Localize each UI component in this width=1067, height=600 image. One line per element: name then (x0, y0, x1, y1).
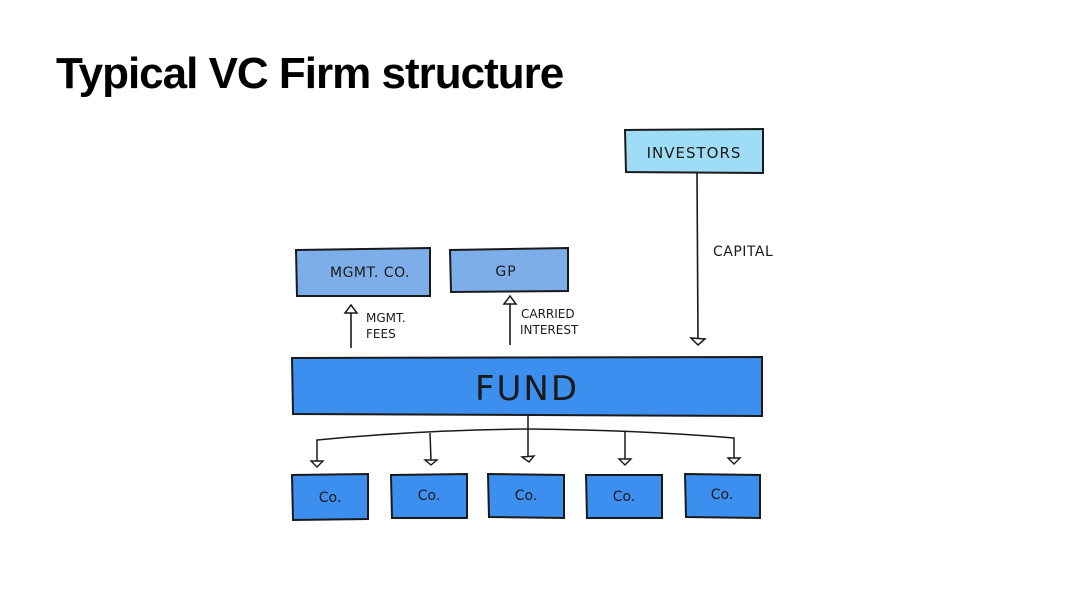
investors-box (623, 127, 764, 175)
slide-title: Typical VC Firm structure (56, 49, 564, 98)
arrowhead-co-5 (726, 457, 742, 465)
company-box (486, 472, 565, 520)
mgmt-co-node: MGMT. CO. (294, 246, 431, 297)
investors-node: INVESTORS (623, 127, 764, 175)
company-label: Co. (418, 488, 441, 504)
investment-arrowheads (309, 455, 742, 468)
arrowhead-co-1 (309, 460, 325, 468)
investors-label: INVESTORS (647, 144, 742, 162)
company-node: Co. (683, 472, 761, 520)
company-node: Co. (486, 472, 565, 520)
carried-interest-arrowhead (502, 294, 518, 305)
carried-interest-label-line2: INTEREST (520, 323, 579, 337)
gp-label: GP (495, 264, 516, 280)
company-label: Co. (319, 490, 342, 506)
fund-node: FUND (290, 355, 763, 418)
carried-interest-edge: CARRIED INTEREST (502, 294, 579, 345)
company-node: Co. (389, 472, 468, 519)
mgmt-fees-edge: MGMT. FEES (343, 303, 406, 348)
company-box (290, 472, 369, 522)
capital-label: CAPITAL (713, 244, 773, 260)
company-box (683, 472, 761, 520)
capital-arrowhead (689, 337, 707, 347)
companies-row: Co. Co. Co. Co. Co. (290, 472, 761, 522)
company-box (389, 472, 468, 519)
mgmt-co-box (294, 246, 431, 297)
branch-bar-line (316, 428, 735, 461)
branch-line-2 (429, 432, 432, 461)
company-node: Co. (290, 472, 369, 522)
mgmt-fees-label-line1: MGMT. (366, 311, 406, 325)
arrowhead-co-2 (423, 459, 439, 466)
fund-box (290, 355, 763, 418)
gp-box (448, 246, 569, 294)
company-label: Co. (515, 488, 538, 504)
mgmt-co-label: MGMT. CO. (330, 265, 410, 281)
arrowhead-co-4 (617, 458, 633, 466)
mgmt-fees-label-line2: FEES (366, 327, 396, 341)
carried-interest-label-line1: CARRIED (521, 307, 575, 321)
arrowhead-co-3 (520, 455, 536, 463)
mgmt-fees-arrowhead (343, 303, 359, 314)
company-box (584, 474, 663, 519)
gp-node: GP (448, 246, 569, 294)
fund-label: FUND (475, 369, 579, 409)
company-node: Co. (584, 474, 663, 519)
investments-edges (316, 414, 735, 461)
company-label: Co. (711, 487, 734, 503)
company-label: Co. (613, 489, 636, 505)
capital-edge: CAPITAL (689, 172, 773, 347)
capital-arrow-line (696, 172, 699, 341)
